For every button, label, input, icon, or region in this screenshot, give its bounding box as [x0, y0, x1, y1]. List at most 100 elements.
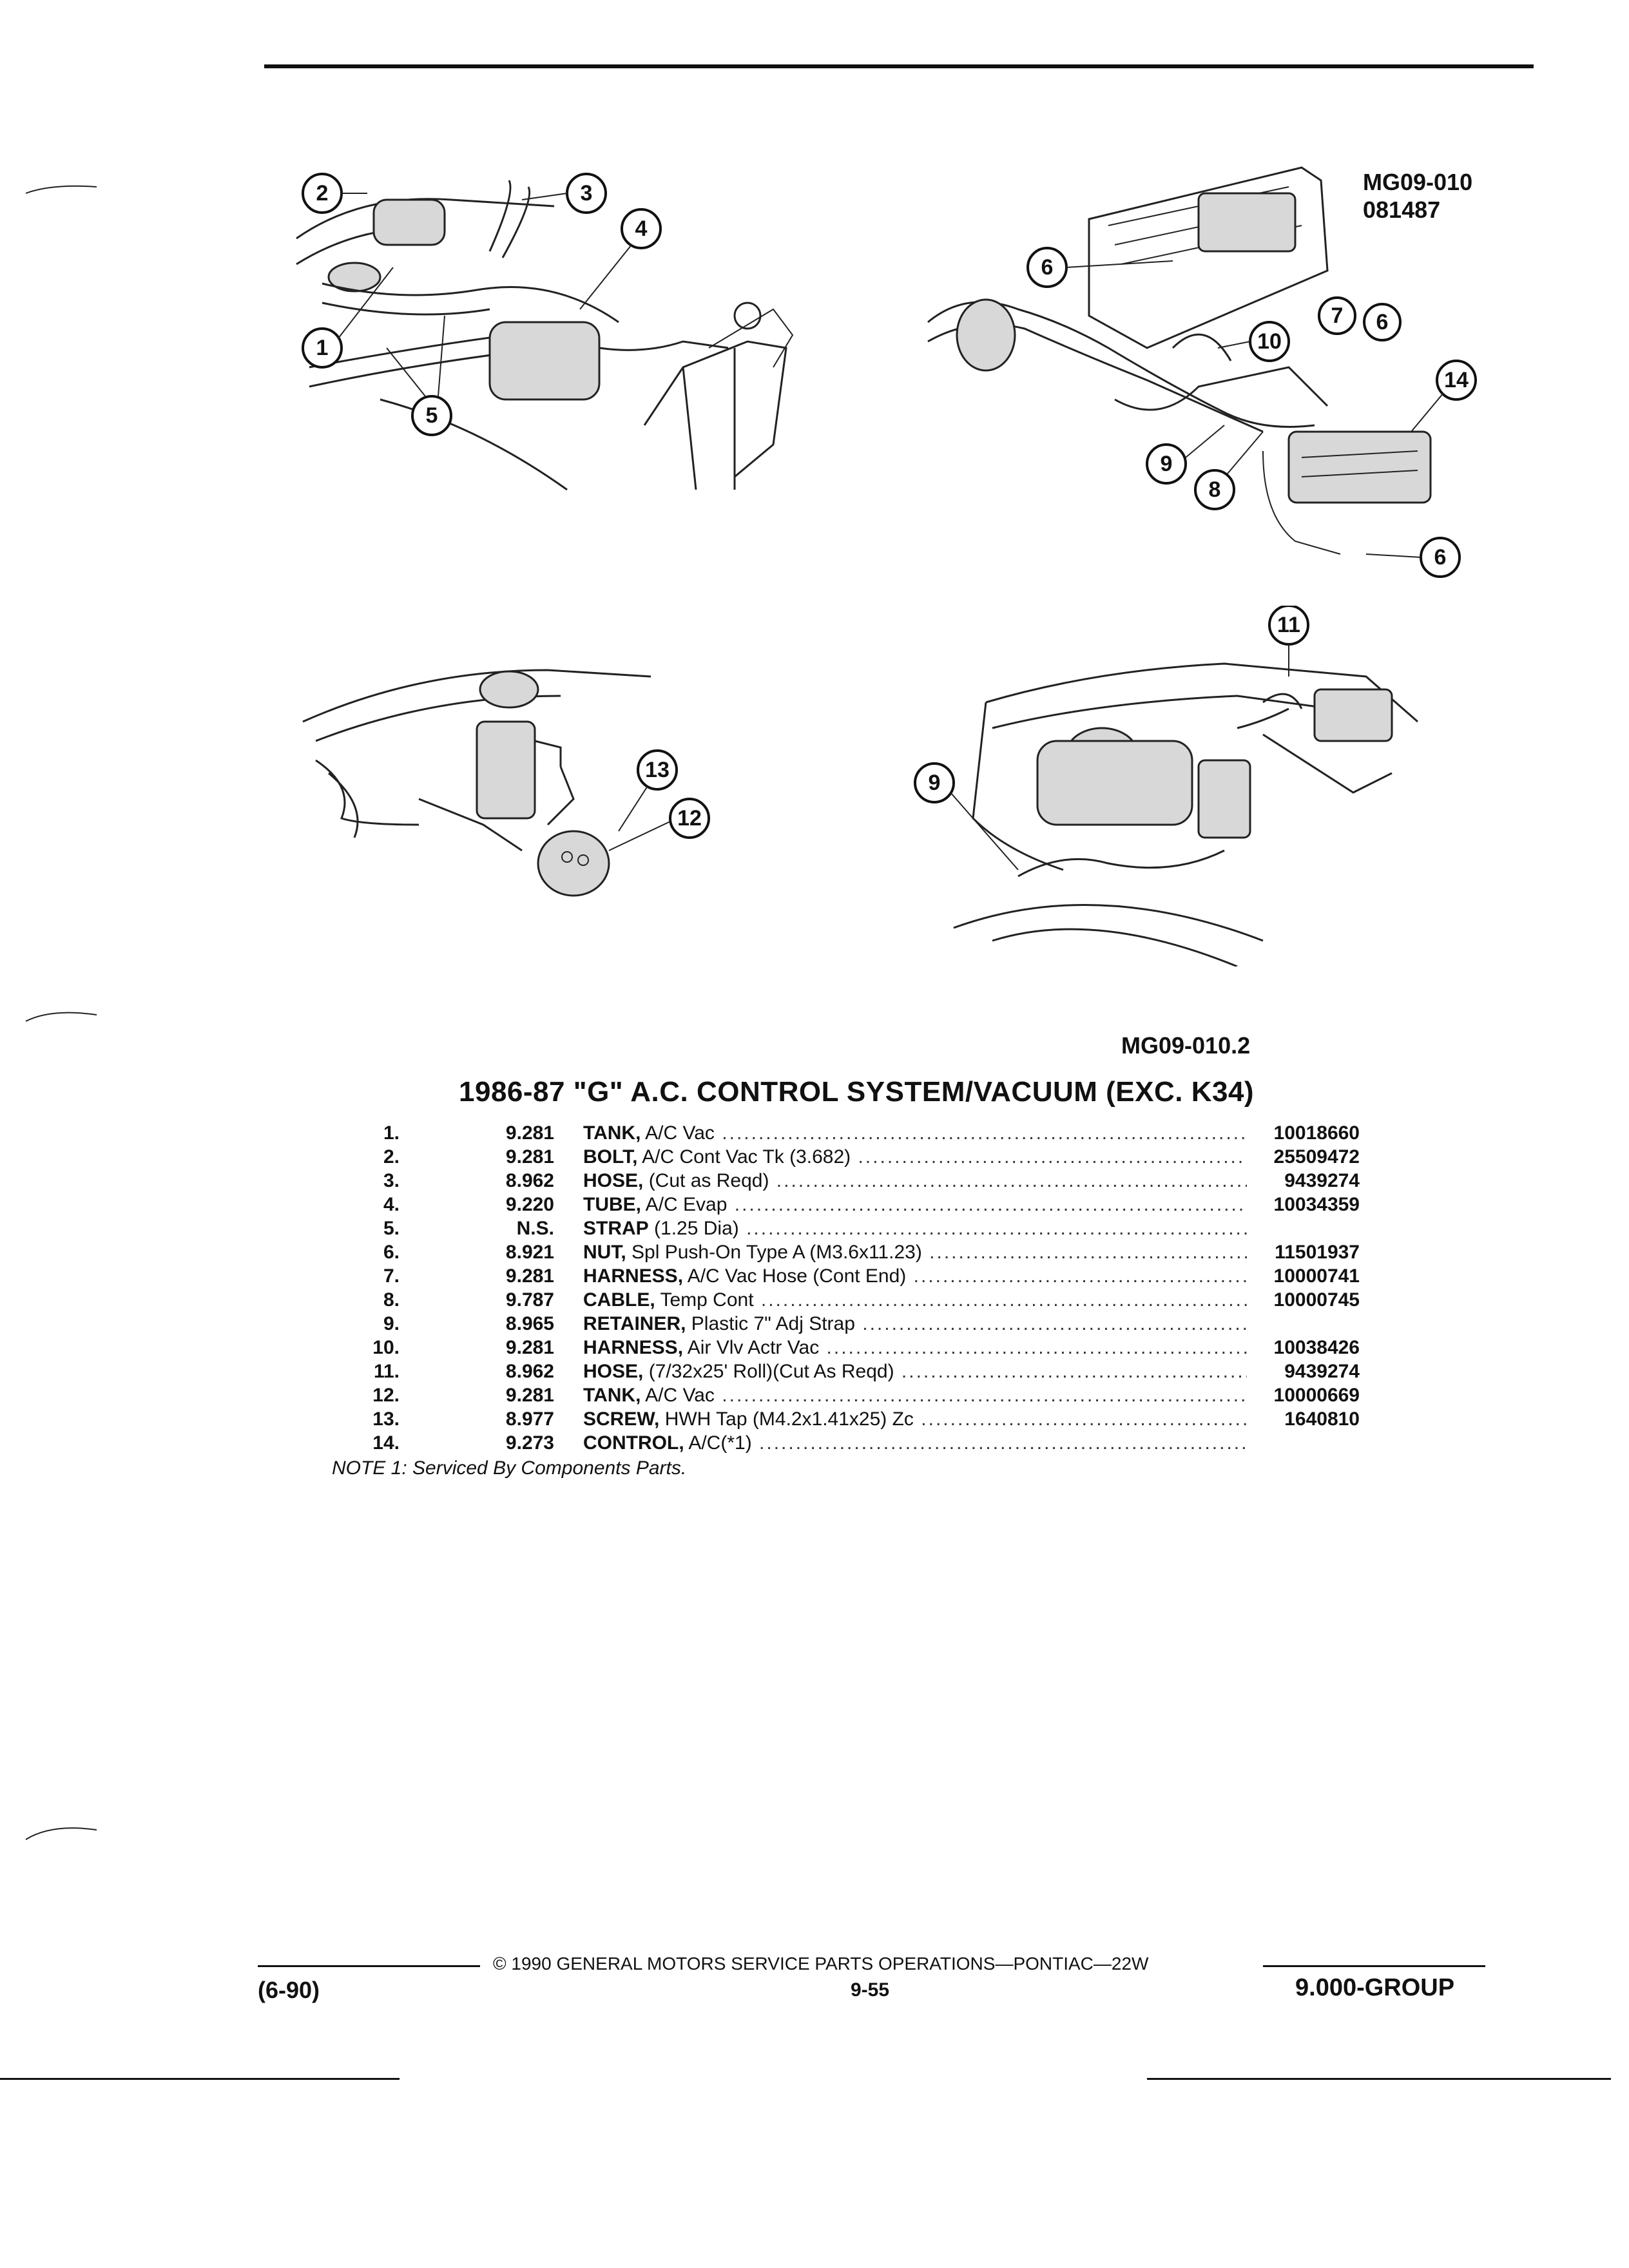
part-description: CONTROL, A/C(*1) .......................… [583, 1431, 1247, 1455]
part-detail: (1.25 Dia) [648, 1218, 739, 1239]
part-detail: A/C Evap [641, 1194, 728, 1215]
part-name: TANK, [583, 1122, 641, 1144]
svg-text:7: 7 [1331, 303, 1344, 328]
part-description: SCREW, HWH Tap (M4.2x1.41x25) Zc .......… [583, 1407, 1247, 1431]
callout-10: 10 [1249, 321, 1290, 362]
figure-code-bottom: MG09-010.2 [1121, 1032, 1251, 1059]
part-number: 25509472 [1273, 1146, 1360, 1168]
part-number: 9439274 [1284, 1361, 1360, 1382]
part-description: BOLT, A/C Cont Vac Tk (3.682) ..........… [583, 1145, 1247, 1169]
part-name: BOLT, [583, 1146, 638, 1168]
item-number: 12. [372, 1385, 400, 1406]
item-number: 8. [383, 1289, 400, 1311]
svg-text:8: 8 [1209, 477, 1221, 502]
part-number: 10000669 [1273, 1385, 1360, 1406]
part-description: TANK, A/C Vac ..........................… [583, 1121, 1247, 1145]
figure-date-top: 081487 [1363, 197, 1441, 223]
svg-text:2: 2 [316, 181, 329, 206]
group-number: 8.962 [505, 1361, 554, 1382]
bottom-rule-left [0, 2078, 400, 2080]
svg-text:10: 10 [1257, 329, 1282, 354]
part-detail: (Cut as Reqd) [643, 1170, 769, 1191]
parts-row: 5. N.S. STRAP (1.25 Dia) .................… [309, 1216, 1379, 1240]
svg-text:6: 6 [1041, 255, 1054, 280]
part-description: NUT, Spl Push-On Type A (M3.6x11.23) ...… [583, 1240, 1247, 1264]
group-number: 9.281 [505, 1385, 554, 1406]
callout-6-a: 6 [1027, 247, 1068, 288]
part-detail: Plastic 7" Adj Strap [686, 1313, 855, 1334]
callout-8: 8 [1194, 469, 1235, 510]
callout-14: 14 [1436, 360, 1477, 401]
item-number: 3. [383, 1170, 400, 1191]
leader-dots: ........................................… [826, 1337, 1247, 1358]
part-description: HOSE, (7/32x25' Roll)(Cut As Reqd) .....… [583, 1360, 1247, 1383]
callout-3: 3 [566, 173, 607, 214]
part-description: TANK, A/C Vac ..........................… [583, 1383, 1247, 1407]
footer-group: 9.000-GROUP [1295, 1974, 1455, 2001]
part-name: STRAP [583, 1218, 649, 1239]
part-name: TANK, [583, 1385, 641, 1406]
leader-dots: ........................................… [913, 1265, 1247, 1287]
callout-13: 13 [637, 749, 678, 791]
leader-dots: ........................................… [858, 1146, 1247, 1168]
leader-dots: ........................................… [901, 1361, 1247, 1382]
part-number: 11501937 [1275, 1242, 1360, 1263]
part-description: HARNESS, Air Vlv Actr Vac ..............… [583, 1336, 1247, 1360]
part-name: HARNESS, [583, 1265, 684, 1287]
svg-text:1: 1 [316, 336, 329, 360]
group-number: 9.281 [505, 1265, 554, 1287]
part-number: 1640810 [1284, 1408, 1360, 1430]
part-name: HOSE, [583, 1170, 644, 1191]
item-number: 11. [373, 1361, 400, 1382]
part-detail: Temp Cont [655, 1289, 754, 1311]
item-number: 9. [383, 1313, 400, 1334]
callout-12: 12 [669, 798, 710, 839]
footer-rule-left [258, 1965, 480, 1967]
part-detail: A/C Vac [641, 1122, 715, 1144]
illustration-bottom-left: 13 12 [302, 669, 710, 897]
leader-dots: ........................................… [862, 1313, 1247, 1334]
leader-dots: ........................................… [746, 1218, 1247, 1239]
part-description: HARNESS, A/C Vac Hose (Cont End) .......… [583, 1264, 1247, 1288]
callout-6-b: 6 [1363, 303, 1402, 341]
group-number: 9.273 [505, 1432, 554, 1454]
figure-code-top: MG09-010 [1363, 169, 1473, 195]
illustration-top-right: 6 10 7 6 14 9 8 6 [927, 166, 1477, 578]
part-number: 9439274 [1284, 1170, 1360, 1191]
svg-text:9: 9 [1161, 452, 1173, 476]
svg-text:4: 4 [635, 216, 648, 241]
footer-rule-right [1263, 1965, 1485, 1967]
illustration-top-left: 2 3 4 1 5 [296, 173, 794, 491]
group-number: N.S. [516, 1218, 554, 1239]
part-detail: Air Vlv Actr Vac [683, 1337, 820, 1358]
svg-text:6: 6 [1434, 545, 1447, 570]
leader-dots: ........................................… [722, 1385, 1247, 1406]
part-name: CONTROL, [583, 1432, 684, 1454]
svg-text:5: 5 [426, 403, 438, 428]
part-number: 10000745 [1273, 1289, 1360, 1311]
leader-dots: ........................................… [760, 1289, 1247, 1311]
callout-2: 2 [302, 173, 343, 214]
header-rule [264, 64, 1534, 68]
svg-text:9: 9 [929, 771, 941, 795]
part-name: HARNESS, [583, 1337, 684, 1358]
part-name: TUBE, [583, 1194, 641, 1215]
part-description: TUBE, A/C Evap .........................… [583, 1193, 1247, 1216]
note-text: NOTE 1: Serviced By Components Parts. [332, 1457, 687, 1479]
item-number: 5. [383, 1218, 400, 1239]
parts-list-title: 1986-87 "G" A.C. CONTROL SYSTEM/VACUUM (… [459, 1076, 1255, 1108]
svg-text:3: 3 [581, 181, 593, 206]
footer-page-number: 9-55 [851, 1979, 890, 2001]
part-name: HOSE, [583, 1361, 644, 1382]
leader-dots: ........................................… [929, 1242, 1247, 1263]
callout-9-a: 9 [1146, 443, 1187, 485]
